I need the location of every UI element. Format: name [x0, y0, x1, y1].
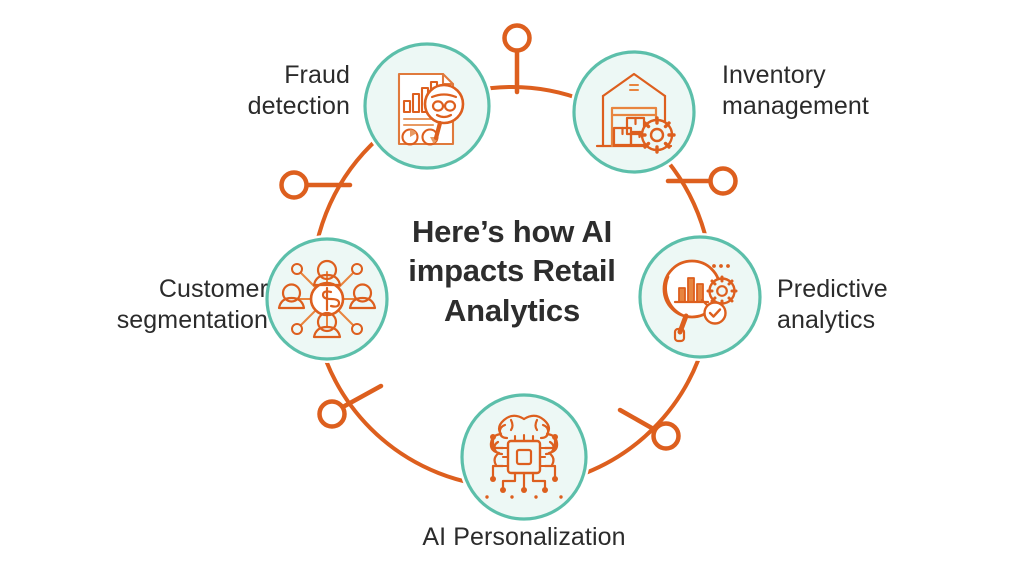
- document-chart-magnifier-icon: [397, 72, 465, 146]
- page-title: Here’s how AI impacts Retail Analytics: [408, 214, 616, 328]
- connector-dot-lower-left: [317, 383, 384, 429]
- label-ai-personalization: AI Personalization: [422, 523, 626, 551]
- node-ai-personalization[interactable]: [460, 393, 588, 521]
- ai-brain-chip-icon: [485, 414, 563, 499]
- node-predictive-analytics[interactable]: [638, 235, 762, 359]
- label-inventory-management: Inventory management: [722, 61, 869, 120]
- node-fraud-detection[interactable]: [363, 42, 491, 170]
- connector-dot-upper-left: [279, 170, 353, 200]
- connector-dot-top: [502, 23, 532, 95]
- connector-dot-lower-right: [617, 407, 681, 451]
- label-fraud-detection: Fraud detection: [247, 61, 350, 120]
- label-predictive-analytics: Predictive analytics: [777, 275, 888, 334]
- label-customer-segmentation: Customer segmentation: [116, 275, 268, 334]
- connector-dot-upper-right: [665, 166, 738, 196]
- magnifier-barchart-gear-icon: [662, 259, 738, 343]
- people-network-dollar-icon: [277, 259, 377, 339]
- node-customer-segmentation[interactable]: [265, 237, 389, 361]
- node-inventory-management[interactable]: [572, 50, 696, 174]
- warehouse-gear-icon: [595, 72, 676, 154]
